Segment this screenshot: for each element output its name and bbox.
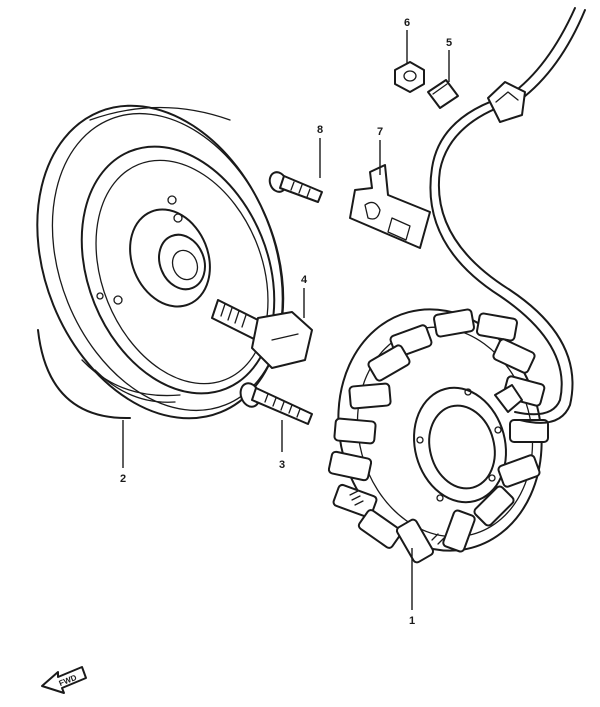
callout-8: 8 <box>317 124 323 136</box>
clamp-screw <box>268 171 323 203</box>
stator-screw <box>239 382 313 425</box>
wire-harness <box>429 7 586 424</box>
callout-7: 7 <box>377 126 383 138</box>
callout-6: 6 <box>404 17 410 29</box>
stator <box>327 308 549 564</box>
callout-1: 1 <box>409 615 415 627</box>
callout-4: 4 <box>301 274 308 286</box>
collar <box>427 79 459 109</box>
leader-lines <box>122 30 450 610</box>
callout-2: 2 <box>120 473 126 485</box>
wire-clamp <box>349 164 431 249</box>
nut <box>394 61 425 93</box>
flywheel-bolt <box>211 299 313 369</box>
forward-arrow-icon <box>41 666 87 694</box>
callout-5: 5 <box>446 37 452 49</box>
callout-3: 3 <box>279 459 285 471</box>
flywheel-rotor <box>36 104 285 420</box>
